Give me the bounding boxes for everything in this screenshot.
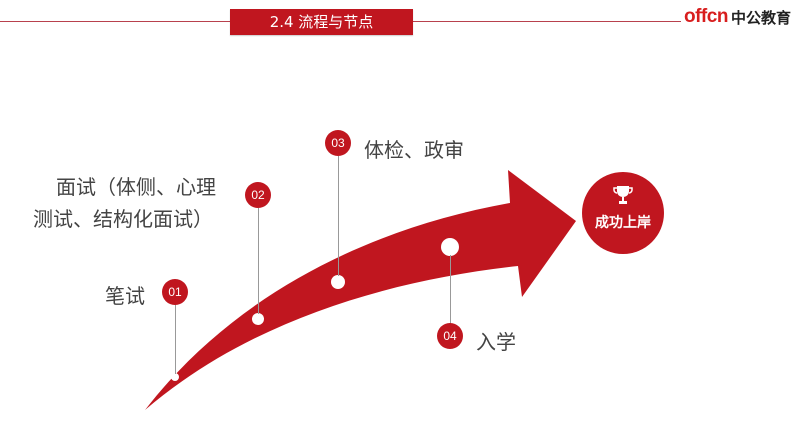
step-label-3: 体检、政审 [364,138,464,162]
node-dot-4 [441,238,459,256]
step-label-1: 笔试 [105,284,145,308]
offcn-logo: offcn 中公教育 [684,5,791,29]
step-label-2-line1: 面试（体侧、心理 [56,175,216,199]
step-badge-2: 02 [245,182,271,208]
trophy-icon [613,186,633,204]
node-dot-3 [331,275,345,289]
logo-text-en: offcn [684,6,728,27]
step-badge-1: 01 [162,279,188,305]
header-line-left [0,21,230,22]
header-line-right [413,21,681,22]
connector-line-4 [450,255,451,325]
step-badge-4: 04 [437,323,463,349]
node-dot-1 [171,373,179,381]
section-title: 2.4 流程与节点 [230,9,413,35]
connector-line-1 [175,304,176,374]
connector-line-2 [258,208,259,314]
node-dot-2 [252,313,264,325]
step-label-2-line2: 测试、结构化面试） [33,207,213,231]
logo-text-cn: 中公教育 [730,8,791,27]
step-label-4: 入学 [476,330,516,354]
arrow-shape [145,170,576,410]
goal-label: 成功上岸 [595,215,651,231]
connector-line-3 [338,156,339,276]
goal-circle: 成功上岸 [582,172,664,254]
step-badge-3: 03 [325,130,351,156]
